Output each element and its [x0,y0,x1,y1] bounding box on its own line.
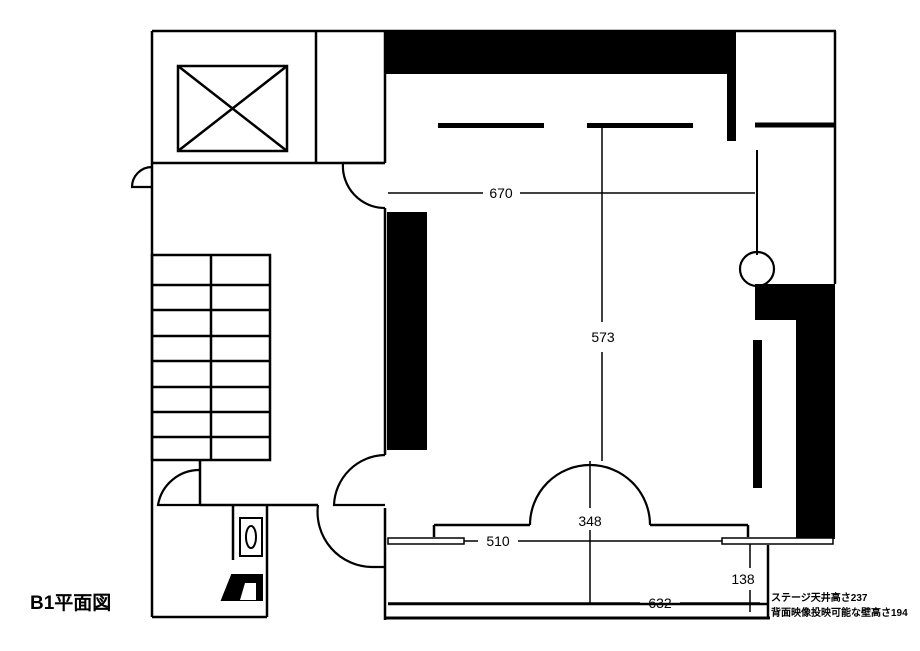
wall-mass-left [387,212,427,450]
dimension-label-screen-width: 632 [648,595,672,611]
door-swing-stairs [156,468,201,507]
sink-icon [239,517,263,557]
toilet-seat-icon [240,583,256,600]
dimension-label-screen-depth: 138 [731,571,755,587]
wall-mass-top [385,31,732,74]
wall-column-top-right [727,31,736,141]
lighting-bar-left [438,123,544,128]
door-swing-left [130,165,153,189]
column-circle [738,250,776,288]
ceiling-height-note: ステージ天井高さ237 [771,591,868,604]
plan-title: B1平面図 [30,592,111,614]
door-swing-elevator-hall [341,161,386,210]
elevator-cross-b [177,65,288,152]
sliding-panel-left [387,537,465,545]
dimension-label-stage-width: 510 [486,533,510,549]
sliding-panel-right [721,537,834,545]
staircase [150,253,272,462]
projection-wall-note: 背面映像投映可能な壁高さ194 [771,606,908,619]
door-swing-hall [332,453,386,507]
elevator-car [176,64,289,153]
dimension-label-room-depth: 573 [591,329,615,345]
lighting-bar-right [587,123,693,128]
sink-basin-icon [245,525,257,549]
dimension-label-room-width: 670 [489,185,513,201]
wall-column-right [753,340,762,488]
dimension-label-stage-depth: 348 [578,513,602,529]
wall-mass-right [796,284,835,539]
door-swing-restroom [316,504,385,569]
